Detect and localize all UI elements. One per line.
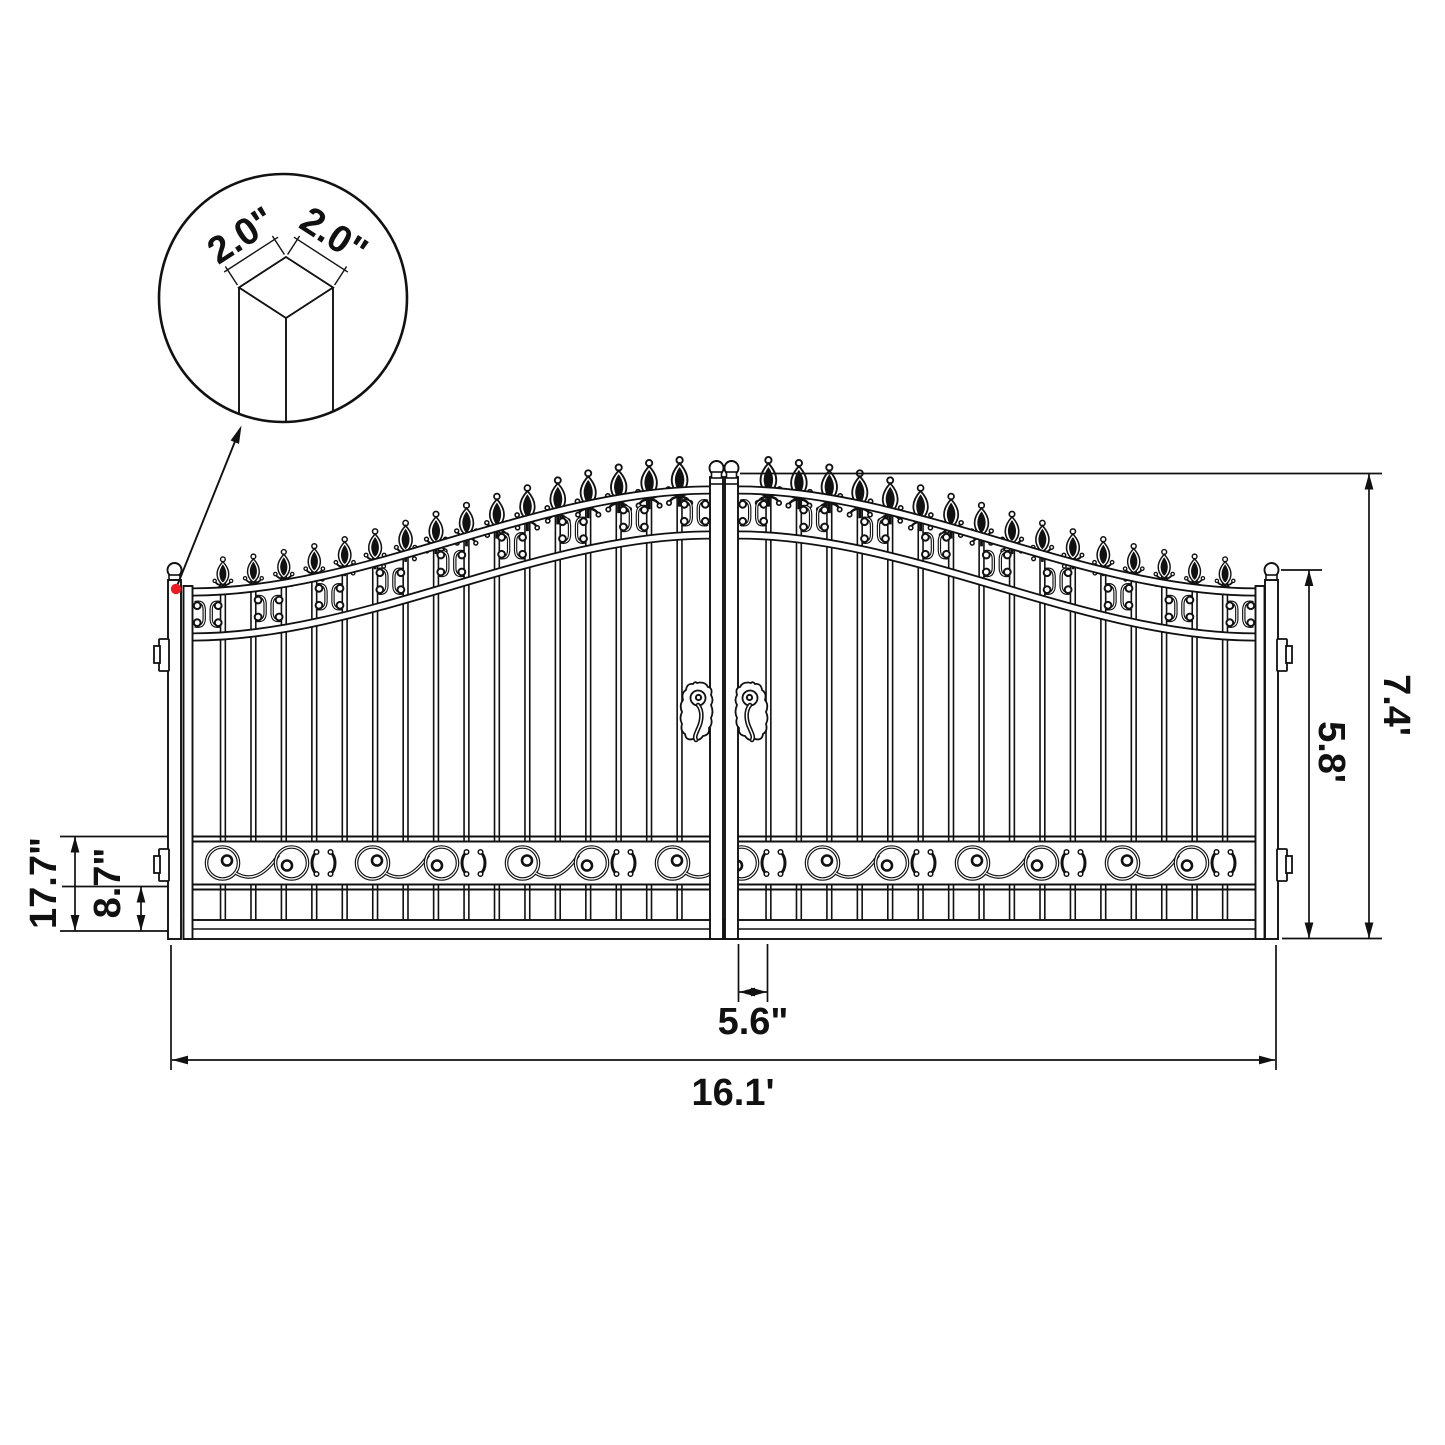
c-scroll-pair <box>255 596 283 620</box>
c-scroll-pair <box>861 518 889 542</box>
dim-line <box>223 236 279 273</box>
post-top-marker-dot <box>170 583 182 595</box>
c-scroll-pair <box>800 506 828 530</box>
spear-finial-icon <box>845 468 875 520</box>
left-gate-handle <box>681 682 713 740</box>
gate-finials <box>211 455 1237 595</box>
c-scroll-pair <box>1044 569 1072 593</box>
right-post <box>1264 579 1279 940</box>
overall-width-label: 16.1' <box>692 1072 775 1114</box>
c-scroll-pair <box>377 569 405 593</box>
leaf-height-label: 5.8' <box>1310 721 1352 783</box>
gate-handles <box>681 682 768 740</box>
c-scroll-pair <box>1166 596 1194 620</box>
c-scroll-pair <box>1226 602 1254 626</box>
picket-spacing-label: 5.6" <box>718 1001 789 1043</box>
c-scroll-pair <box>316 585 344 609</box>
outer-stile <box>182 585 194 940</box>
gate-assembly <box>166 455 1280 940</box>
spear-finial-icon <box>664 455 695 509</box>
gate-frame-members <box>166 460 1280 940</box>
spear-finial-icon <box>634 458 664 511</box>
right-gate-handle <box>736 682 768 740</box>
c-scroll-pair <box>559 518 587 542</box>
spear-finial-icon <box>753 455 784 509</box>
left-post <box>167 579 182 940</box>
gate-arched-rails <box>192 485 1256 642</box>
c-scroll-pair <box>498 534 526 558</box>
lower-section-height-label: 17.7" <box>23 837 65 929</box>
post-section-detail-callout: 2.0" 2.0" <box>157 172 409 587</box>
left-post-upper-hinge <box>153 638 170 672</box>
c-scroll-pair <box>983 551 1011 575</box>
spear-finial-icon <box>784 458 814 511</box>
leader-arrowhead-icon <box>230 425 242 444</box>
spear-finial-icon <box>573 468 603 520</box>
c-scroll-pair <box>620 506 648 530</box>
c-scroll-pair <box>1105 585 1133 609</box>
gate-scroll-frieze <box>192 835 1256 891</box>
right-post-upper-hinge <box>1276 638 1293 672</box>
c-scroll-pair <box>194 602 222 626</box>
c-scroll-pair <box>437 551 465 575</box>
bottom-gap-height-label: 8.7" <box>87 848 129 919</box>
c-scroll-pair <box>739 501 767 525</box>
left-post-lower-hinge <box>153 848 170 882</box>
dimension-annotations: 7.4' 5.8' 17.7" 8.7" 5.6" 16.1' <box>23 472 1417 1114</box>
leader-line <box>176 428 241 587</box>
c-scroll-pair <box>922 534 950 558</box>
dim-line <box>293 236 349 273</box>
outer-stile <box>1254 585 1266 940</box>
overall-height-label: 7.4' <box>1375 674 1417 736</box>
right-post-lower-hinge <box>1276 848 1293 882</box>
c-scroll-pair <box>681 501 709 525</box>
